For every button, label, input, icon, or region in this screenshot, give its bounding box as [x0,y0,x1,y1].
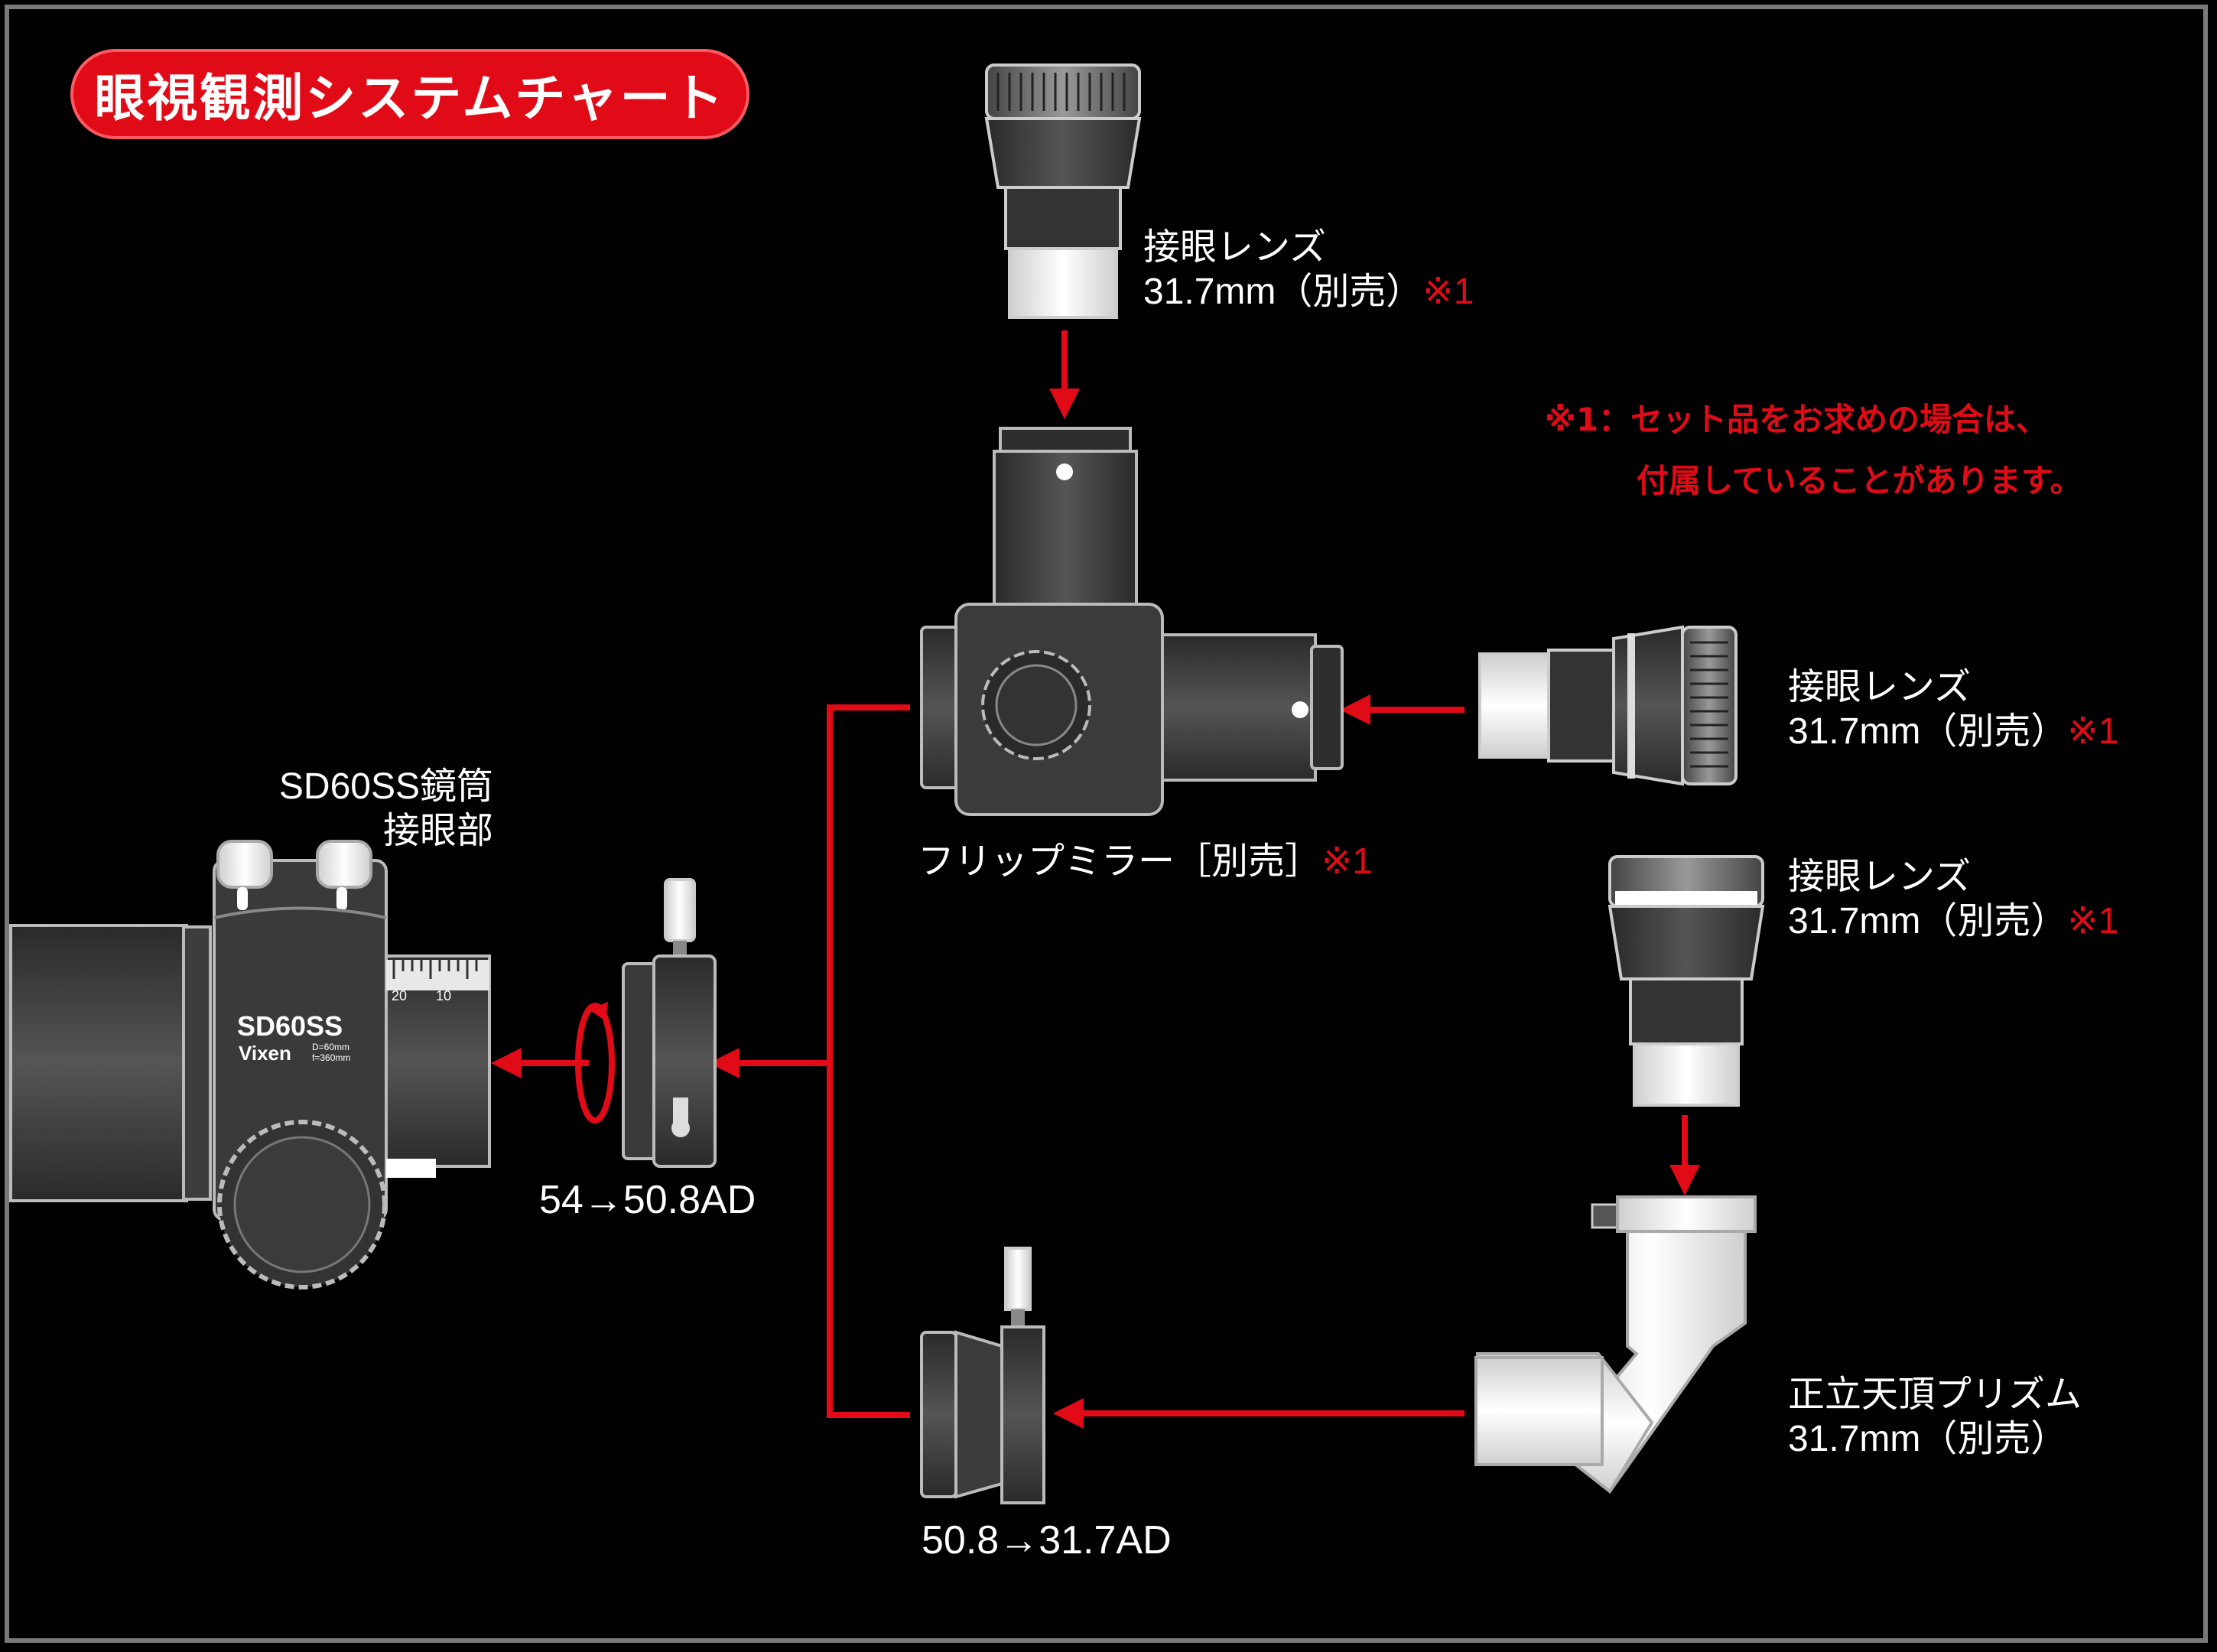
scale-label-10: 10 [436,988,452,1003]
prism-name: 正立天頂プリズム [1788,1374,2082,1415]
connection-lines [491,330,1700,1429]
diagram-frame [5,5,2208,1643]
label-eyepiece-right: 接眼レンズ 31.7mm（別売）※1 [1788,665,2118,754]
label-adapter-54: 54→50.8AD [539,1178,756,1222]
flip-mirror-name: フリップミラー［別売］ [918,841,1322,882]
label-telescope: SD60SS鏡筒 接眼部 [245,765,493,854]
note-line-1: ※1：セット品をお求めの場合は、 [1545,401,2049,438]
eyepiece-right [1478,625,1738,786]
eyepiece-prism-spec: 31.7mm（別売） [1788,901,2068,941]
telescope-model-marking: SD60SS [237,1010,343,1042]
eyepiece-right-name: 接眼レンズ [1788,667,1972,707]
label-prism: 正立天頂プリズム 31.7mm（別売） [1788,1373,2082,1462]
eyepiece-top-spec: 31.7mm（別売） [1143,272,1423,312]
label-flip-mirror: フリップミラー［別売］※1 [918,840,1373,884]
eyepiece-prism-mark: ※1 [2067,901,2119,941]
eyepiece-top-name: 接眼レンズ [1143,227,1327,268]
scale-label-20: 20 [392,988,408,1003]
telescope-focuser [9,840,491,1289]
page-title: 眼視観測システムチャート [94,69,726,128]
eyepiece-prism [1607,855,1765,1107]
eyepiece-prism-name: 接眼レンズ [1788,857,1972,897]
branch-line [827,704,910,1418]
label-eyepiece-prism: 接眼レンズ 31.7mm（別売）※1 [1788,855,2118,944]
eyepiece-top-mark: ※1 [1422,272,1474,312]
eyepiece-right-mark: ※1 [2067,711,2119,752]
flip-mirror-mark: ※1 [1321,841,1373,882]
prism-spec: 31.7mm（別売） [1788,1419,2068,1459]
telescope-spec-focal: f=360mm [312,1052,351,1063]
telescope-spec-aperture: D=60mm [312,1042,350,1052]
telescope-line-1: SD60SS鏡筒 [278,766,493,807]
label-eyepiece-top: 接眼レンズ 31.7mm（別売）※1 [1143,226,1474,314]
erect-prism [1474,1195,1757,1494]
adapter-508-317 [920,1247,1045,1504]
note-line-2: 付属していることがあります。 [1637,462,2082,499]
eyepiece-top [984,63,1142,319]
eyepiece-right-spec: 31.7mm（別売） [1788,711,2068,752]
label-adapter-508: 50.8→31.7AD [922,1518,1172,1563]
flip-mirror [920,427,1344,816]
title-badge: 眼視観測システムチャート [70,49,749,139]
telescope-brand-marking: Vixen [239,1042,291,1065]
telescope-line-2: 接眼部 [382,811,493,851]
adapter-54-508 [575,878,717,1168]
